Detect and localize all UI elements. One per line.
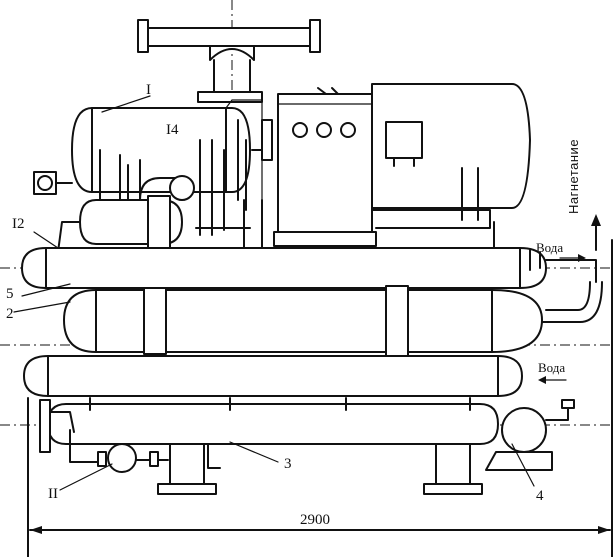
pump-4 [485,399,575,471]
top-discharge-pipe [137,19,321,103]
label-l5: 5 [6,286,14,302]
vessel-3 [39,397,499,453]
label-dimension: 2900 [300,512,330,528]
control-cabinet [273,93,377,247]
supports [157,443,483,495]
vessel-I2 [57,195,183,253]
label-l1: I [146,82,151,98]
label-discharge: Нагнетание [566,139,581,214]
label-water-bottom: Вода [538,360,565,375]
label-l11: II [48,486,58,502]
compressor-base [195,199,495,251]
filter-II [69,429,169,473]
water-pipe-top [529,214,603,323]
label-l2: 2 [6,306,14,322]
vessel-I [71,99,263,201]
label-l12: I2 [12,216,25,232]
label-water-top: Вода [536,240,563,255]
dimension-line [27,239,613,557]
motor-housing [317,83,531,229]
pressure-gauge [33,171,73,195]
vessel-2 [63,285,543,357]
label-l3: 3 [284,456,292,472]
leader-lines [13,95,535,491]
vessel-5 [21,247,547,289]
label-l4: 4 [536,488,544,504]
label-l14: I4 [166,122,179,138]
vessel-lower [23,355,567,397]
